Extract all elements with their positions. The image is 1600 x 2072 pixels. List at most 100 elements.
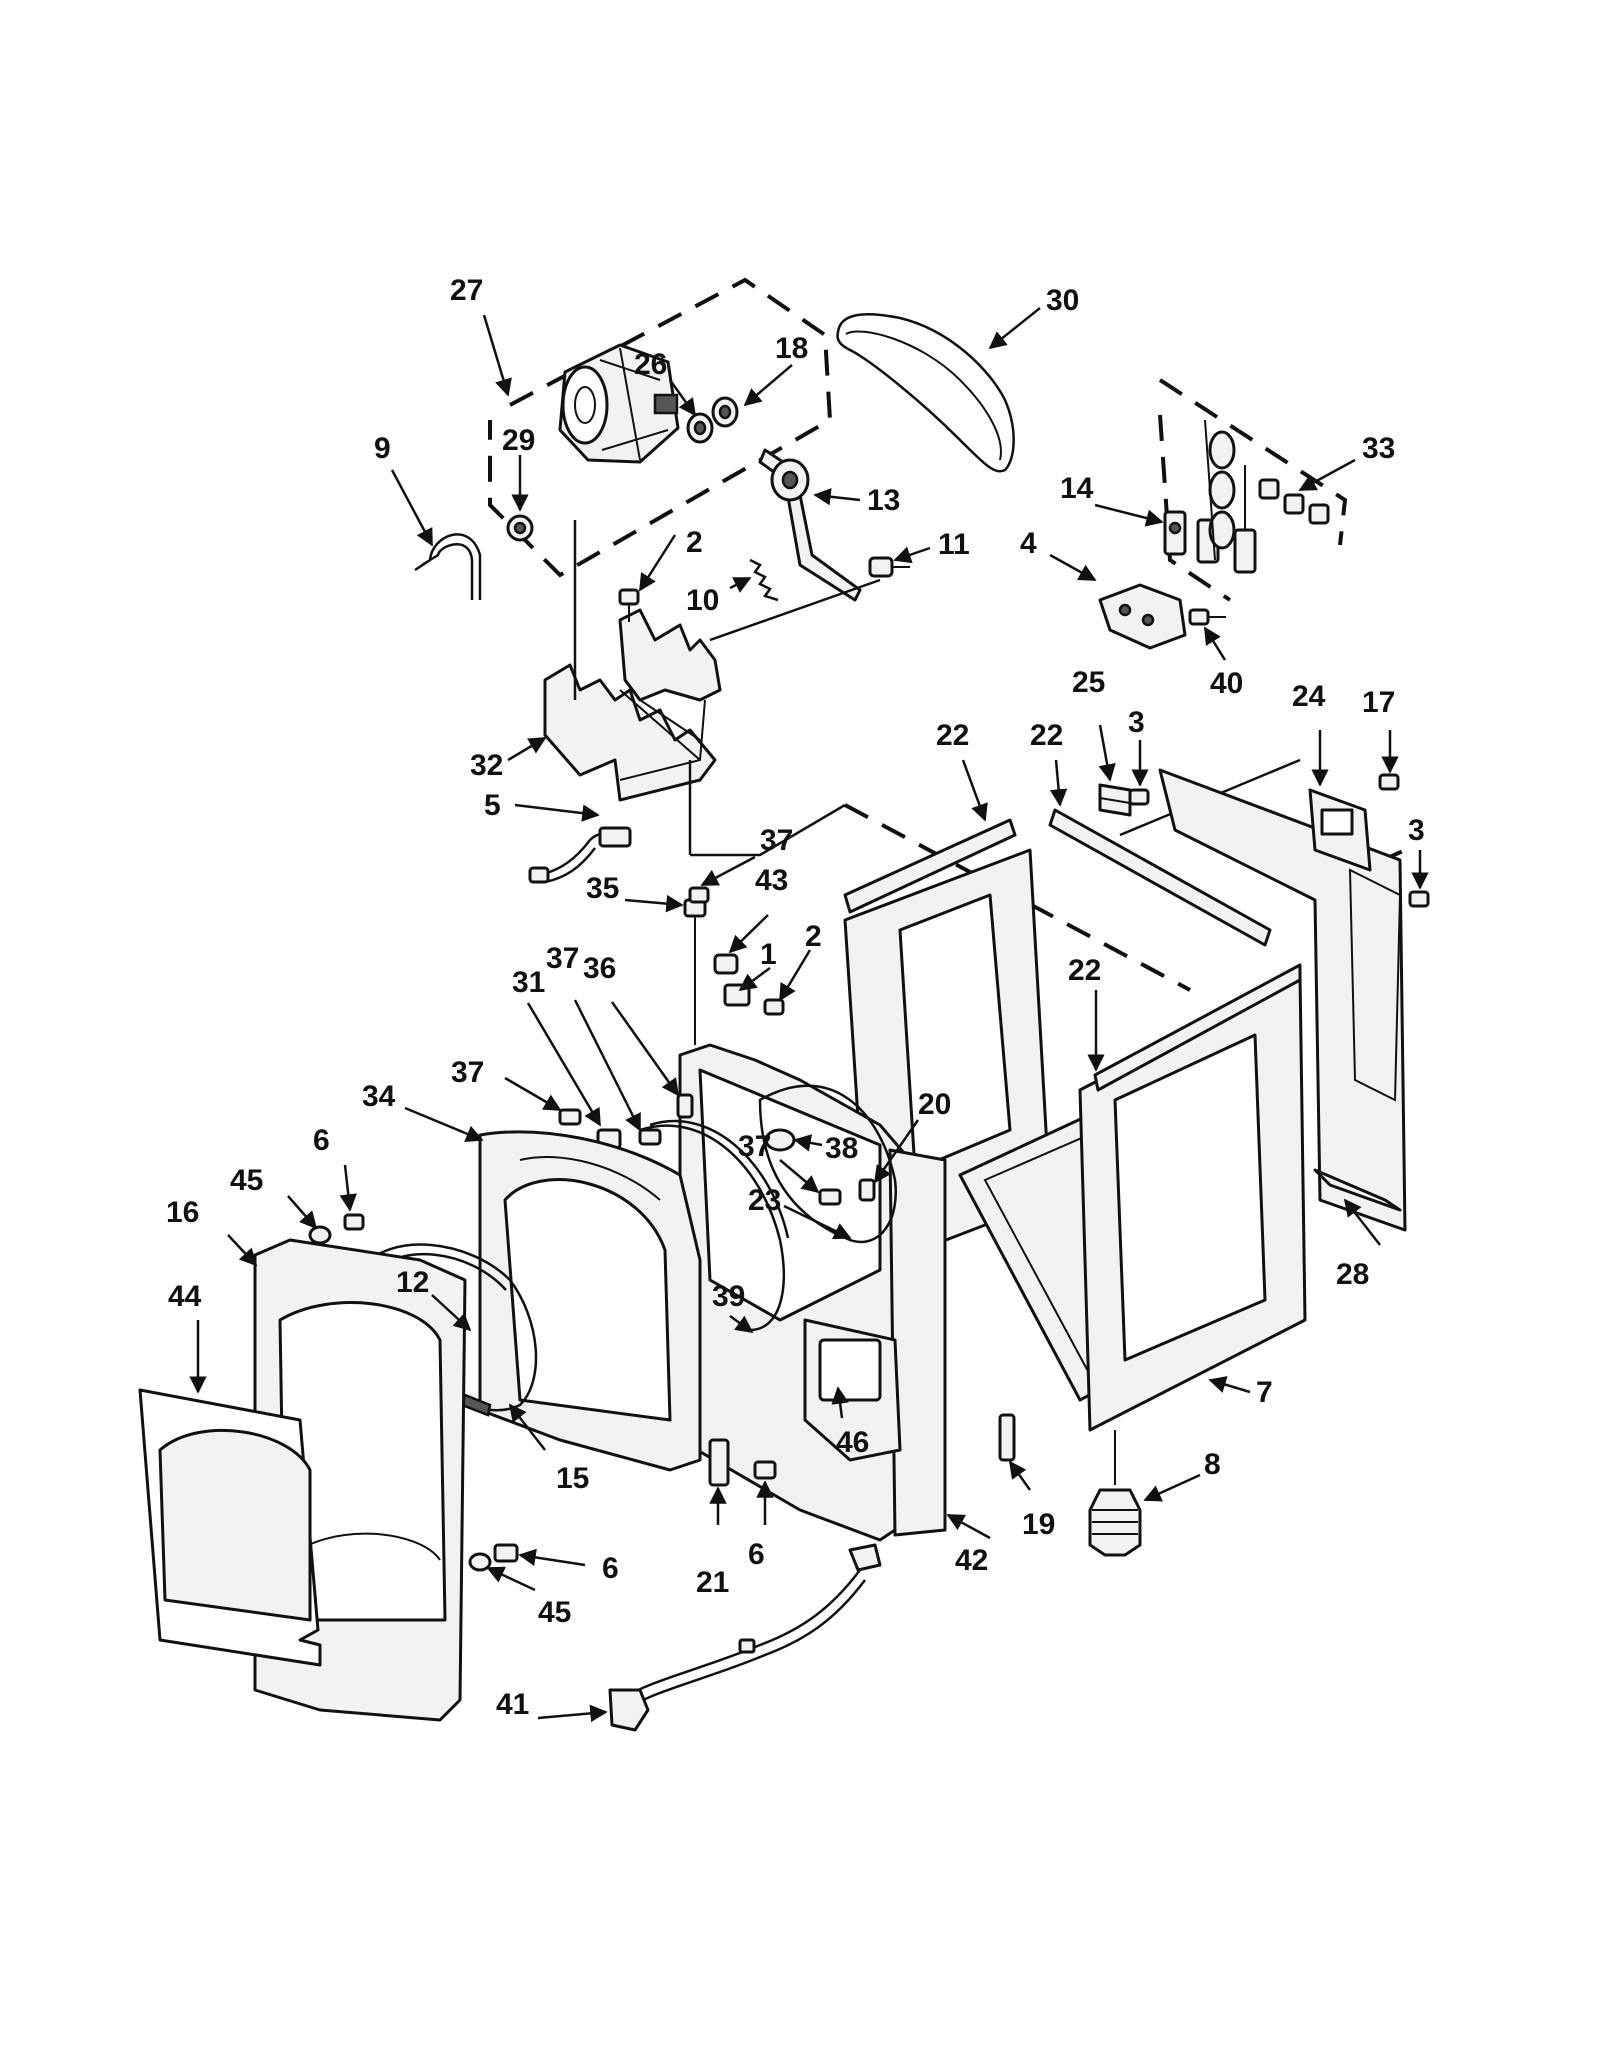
callout-43: 43: [728, 864, 788, 954]
svg-text:22: 22: [936, 719, 969, 752]
svg-text:6: 6: [313, 1124, 330, 1157]
motor-strap: [414, 533, 482, 600]
svg-text:37: 37: [738, 1130, 771, 1163]
svg-text:10: 10: [686, 584, 719, 617]
drive-belt-inner: [845, 330, 1002, 461]
motor-pulley: [506, 514, 534, 542]
latch-bracket-1: [723, 983, 751, 1007]
callout-18: 18: [743, 332, 808, 407]
front-seal-39: [639, 1124, 785, 1332]
front-screw-37b: [638, 1128, 662, 1146]
callout-32: 32: [470, 736, 547, 782]
door-screw-6a: [343, 1213, 365, 1231]
svg-text:19: 19: [1022, 1508, 1055, 1541]
front-panel: [678, 1043, 947, 1542]
drive-belt: [836, 313, 1015, 473]
callout-38: 38: [793, 1132, 858, 1165]
idler-spring: [749, 558, 779, 602]
callout-1: 1: [738, 938, 777, 992]
callout-23: 23: [748, 1184, 852, 1240]
callout-45b: 45: [486, 1566, 571, 1629]
svg-text:36: 36: [583, 952, 616, 985]
svg-text:24: 24: [1292, 680, 1326, 713]
svg-text:38: 38: [825, 1132, 858, 1165]
callout-31: 31: [512, 966, 602, 1127]
thermostat-group: [1098, 378, 1348, 650]
svg-text:37: 37: [546, 942, 579, 975]
svg-text:40: 40: [1210, 667, 1243, 700]
latch-screw-2: [763, 998, 785, 1016]
callout-33: 33: [1298, 432, 1395, 492]
callout-41: 41: [496, 1688, 608, 1723]
svg-text:29: 29: [502, 424, 535, 457]
leveling-leg: [1088, 1430, 1142, 1557]
rear-screw-3a: [1128, 788, 1150, 806]
svg-text:41: 41: [496, 1688, 529, 1721]
svg-text:13: 13: [867, 484, 900, 517]
rear-screw-3b: [1408, 890, 1430, 908]
callout-7: 7: [1208, 1376, 1273, 1409]
callout-19: 19: [1008, 1460, 1055, 1541]
door-switch-35: [683, 898, 707, 1045]
cabinet-clip: [1098, 783, 1132, 817]
idler-pulley-assembly: [749, 448, 910, 602]
svg-text:2: 2: [686, 526, 703, 559]
callout-4: 4: [1020, 527, 1097, 582]
callout-16: 16: [166, 1196, 258, 1267]
front-door-panel: [253, 1238, 467, 1722]
callout-5: 5: [484, 789, 600, 822]
callout-30: 30: [988, 284, 1079, 350]
motor-assembly-group: [488, 277, 833, 578]
svg-text:42: 42: [955, 1544, 988, 1577]
svg-text:8: 8: [1204, 1448, 1221, 1481]
access-cover: [1308, 788, 1372, 872]
svg-text:25: 25: [1072, 666, 1105, 699]
callout-22c: 22: [1068, 954, 1105, 1072]
svg-text:32: 32: [470, 749, 503, 782]
svg-text:1: 1: [760, 938, 777, 971]
front-screw-37d: [818, 1188, 842, 1206]
callout-9: 9: [374, 432, 434, 547]
svg-text:7: 7: [1256, 1376, 1273, 1409]
power-cord: [608, 1543, 882, 1732]
base-bracket-19: [998, 1413, 1016, 1462]
callout-22b: 22: [1030, 719, 1068, 807]
svg-text:37: 37: [451, 1056, 484, 1089]
callout-15: 15: [508, 1403, 589, 1495]
callout-22a: 22: [936, 719, 988, 822]
svg-text:28: 28: [1336, 1258, 1369, 1291]
door-washer-45b: [468, 1552, 492, 1572]
hinge-screw-6c: [753, 1460, 777, 1480]
door-hinge: [708, 1438, 730, 1487]
callout-26: 26: [634, 348, 697, 417]
callout-36: 36: [583, 952, 680, 1097]
door-catch-43: [713, 953, 739, 975]
callout-34: 34: [362, 1080, 484, 1143]
console-opening: [698, 1068, 882, 1322]
front-panel-pillar: [888, 1148, 947, 1537]
heater-bracket: [1098, 583, 1187, 650]
top-rail-center: [1048, 808, 1272, 947]
callout-45a: 45: [230, 1164, 318, 1230]
cabinet-rear-panel: [1158, 768, 1407, 1232]
svg-text:2: 2: [805, 920, 822, 953]
callout-6a: 6: [313, 1124, 357, 1212]
callout-8: 8: [1143, 1448, 1221, 1502]
callout-37d: 37: [738, 1130, 820, 1194]
svg-text:16: 16: [166, 1196, 199, 1229]
svg-text:6: 6: [748, 1538, 765, 1571]
svg-text:33: 33: [1362, 432, 1395, 465]
callout-40: 40: [1203, 626, 1243, 700]
door-glass: [138, 1388, 322, 1667]
callout-28: 28: [1336, 1198, 1381, 1291]
motor-bearing-26: [686, 412, 714, 444]
svg-text:30: 30: [1046, 284, 1079, 317]
drum-seal-23: [758, 1084, 898, 1244]
callout-24: 24: [1292, 680, 1329, 787]
callout-2a: 2: [638, 526, 703, 592]
thermostat-14: [1163, 510, 1187, 556]
svg-text:22: 22: [1068, 954, 1101, 987]
svg-text:17: 17: [1362, 686, 1395, 719]
callout-6b: 6: [518, 1548, 619, 1585]
svg-text:35: 35: [586, 872, 619, 905]
